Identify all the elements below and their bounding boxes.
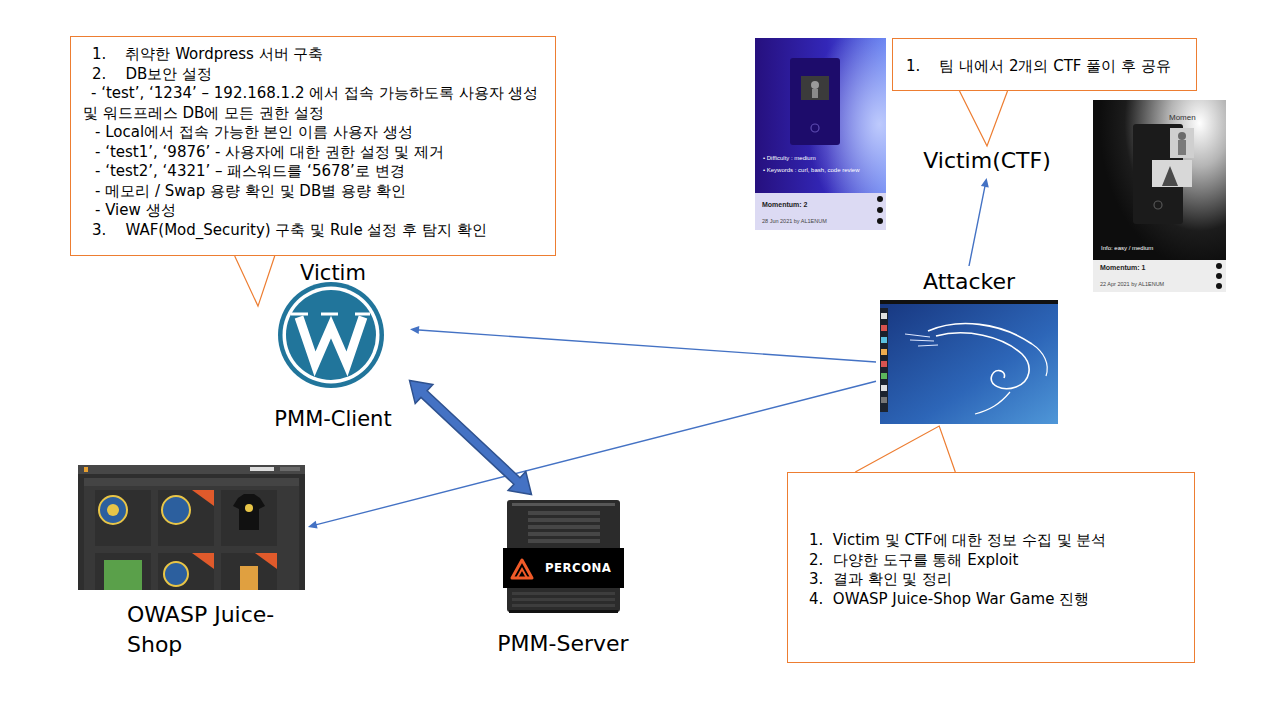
node-text: 3. 결과 확인 및 정리 [809, 570, 1184, 590]
node-text: Attacker [876, 268, 1062, 296]
node-text: - 메모리 / Swap 용량 확인 및 DB별 용량 확인 [77, 182, 547, 202]
node-text: 3. WAF(Mod_Security) 구축 및 Rule 설정 후 탐지 확… [77, 221, 547, 241]
node-text: Momentum: 1 [1100, 263, 1210, 272]
node-text: 1. 취약한 Wordpress 서버 구축 [77, 45, 547, 65]
wordpress-logo [278, 282, 384, 388]
kali-screenshot [880, 300, 1058, 424]
host-node: Attacker [876, 266, 1062, 426]
arrow-connector [410, 326, 876, 363]
node-text: • Keywords : curl, bash, code review [763, 166, 881, 174]
node-text: Victim [258, 260, 408, 286]
node-text: 1. Victim 및 CTF에 대한 정보 수집 및 분석 [809, 531, 1184, 551]
vm-card-art [755, 38, 886, 230]
callout-box: 1. Victim 및 CTF에 대한 정보 수집 및 분석2. 다양한 도구를… [787, 472, 1195, 663]
vm-card: • Difficulty : medium • Keywords : curl, … [755, 38, 886, 230]
node-text: PERCONA [545, 560, 615, 576]
app-node: OWASP Juice-Shop [78, 465, 306, 660]
node-text: OWASP Juice-Shop [127, 600, 277, 660]
target-label: Victim(CTF) [905, 146, 1069, 176]
node-text: 22 Apr 2021 by AL1ENUM [1100, 280, 1210, 288]
node-text: Momen [1169, 113, 1219, 123]
callout-box: 1. 팀 내에서 2개의 CTF 풀이 후 공유 [892, 38, 1197, 91]
vm-card-art [1093, 100, 1226, 292]
callout-tail [235, 256, 275, 306]
node-text: Momentum: 2 [762, 200, 872, 209]
node-text: - ‘test2’, ‘4321’ – 패스워드를 ‘5678’로 변경 [77, 162, 547, 182]
node-text: 2. 다양한 도구를 통해 Exploit [809, 551, 1184, 571]
node-text: 4. OWASP Juice-Shop War Game 진행 [809, 590, 1184, 610]
node-text: - ‘test1’, ‘9876’ - 사용자에 대한 권한 설정 및 제거 [77, 143, 547, 163]
node-text: Info: easy / medium [1101, 244, 1211, 252]
juice-shop-screenshot [78, 465, 305, 590]
node-text: PMM-Server [488, 630, 638, 658]
server-tower [503, 500, 624, 613]
vm-card: MomenInfo: easy / mediumMomentum: 1 22 Ap… [1093, 100, 1226, 292]
callout-tail [960, 91, 1008, 146]
node-text: PMM-Client [258, 406, 408, 432]
node-text: - Local에서 접속 가능한 본인 이름 사용자 생성 [77, 123, 547, 143]
callout-box: 1. 취약한 Wordpress 서버 구축2. DB보안 설정- ‘test’… [70, 36, 556, 256]
server-node: VictimPMM-Client [258, 258, 408, 436]
node-text: 28 Jun 2021 by AL1ENUM [762, 217, 872, 225]
node-text: 1. 팀 내에서 2개의 CTF 풀이 후 공유 [906, 56, 1188, 76]
node-text: • Difficulty : medium [763, 154, 881, 162]
node-text: - View 생성 [77, 201, 547, 221]
node-text: 2. DB보안 설정 [77, 65, 547, 85]
arrow-connector [968, 178, 989, 266]
double-arrow [410, 380, 532, 494]
node-text: - ‘test’, ‘1234’ – 192.168.1.2 에서 접속 가능하… [77, 84, 547, 123]
callout-tail [855, 426, 955, 472]
node-text: Victim(CTF) [905, 147, 1069, 175]
server-node: PERCONA PMM-Server [488, 496, 638, 662]
